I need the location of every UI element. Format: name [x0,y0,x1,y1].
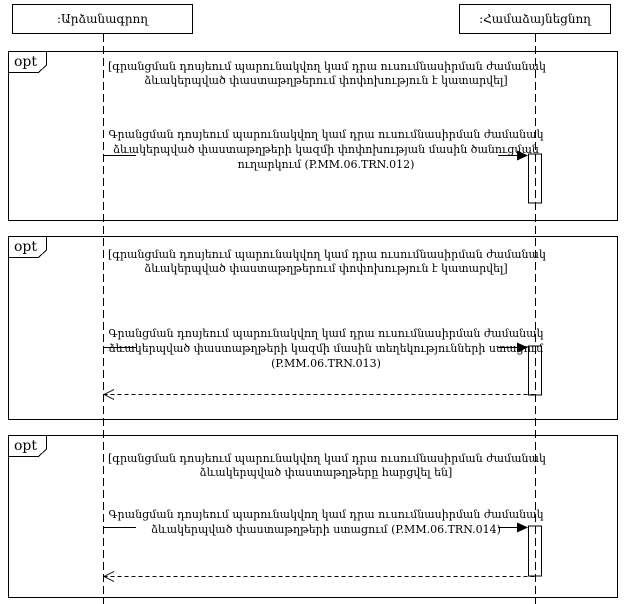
guard-condition-3: [գրանցման դոսյեում պարունակվող կամ դրա ո… [108,452,546,480]
actor-box-recorder: :Արձանագրող [12,4,193,34]
guard-3-line-2: ձևակերպված փաստաթղթերը հարցվել են] [199,466,453,479]
guard-condition-1: [գրանցման դոսյեում պարունակվող կամ դրա ո… [108,60,546,88]
opt-fragment-1 [8,51,618,221]
opt-fragment-3 [8,435,618,598]
activation-bar-1 [528,153,542,204]
guard-1-line-2: ձևակերպված փաստաթղթերում փոփոխություն է … [144,74,508,87]
message-arrow-3 [103,522,528,533]
opt-pentagon-2 [9,237,47,258]
message-arrow-1 [103,150,528,161]
opt-operator-2: opt [14,239,38,255]
guard-1-line-1: [գրանցման դոսյեում պարունակվող կամ դրա ո… [108,60,546,73]
message-1-line-1: Գրանցման դոսյեում պարունակվող կամ դրա ու… [108,128,544,141]
opt-pentagon-3 [9,436,47,457]
guard-2-line-2: ձևակերպված փաստաթղթերում փոփոխություն է … [144,262,508,275]
actor-label-coordinator: :Համաձայնեցնող [479,12,591,26]
message-3-line-2: ձևակերպված փաստաթղթերի ստացում (P.MM.06.… [151,523,501,536]
message-arrow-2 [103,342,528,353]
actor-label-recorder: :Արձանագրող [57,12,148,26]
message-label-2: Գրանցման դոսյեում պարունակվող կամ դրա ու… [108,326,544,371]
return-arrow-2 [103,389,535,400]
actor-box-coordinator: :Համաձայնեցնող [459,4,611,34]
message-2-line-1: Գրանցման դոսյեում պարունակվող կամ դրա ու… [108,327,544,340]
message-1-line-3: ուղարկում (P.MM.06.TRN.012) [237,158,415,171]
opt-operator-1: opt [14,54,38,70]
message-label-3: Գրանցման դոսյեում պարունակվող կամ դրա ու… [108,507,544,537]
activation-bar-3 [528,525,542,577]
message-label-1: Գրանցման դոսյեում պարունակվող կամ դրա ու… [108,127,544,172]
message-3-line-1: Գրանցման դոսյեում պարունակվող կամ դրա ու… [108,508,544,521]
message-2-line-3: (P.MM.06.TRN.013) [271,357,381,370]
guard-condition-2: [գրանցման դոսյեում պարունակվող կամ դրա ո… [108,248,546,276]
opt-fragment-2 [8,236,618,420]
message-1-line-2: ձևակերպված փաստաթղթերի կազմի փոփոխության… [113,143,539,156]
activation-bar-2 [528,345,542,396]
guard-3-line-1: [գրանցման դոսյեում պարունակվող կամ դրա ո… [108,452,546,465]
message-2-line-2: ձևակերպված փաստաթղթերի կազմի մասին տեղեկ… [108,342,544,355]
return-arrow-3 [103,571,535,582]
opt-pentagon-1 [9,52,47,73]
guard-2-line-1: [գրանցման դոսյեում պարունակվող կամ դրա ո… [108,248,546,261]
opt-operator-3: opt [14,438,38,454]
